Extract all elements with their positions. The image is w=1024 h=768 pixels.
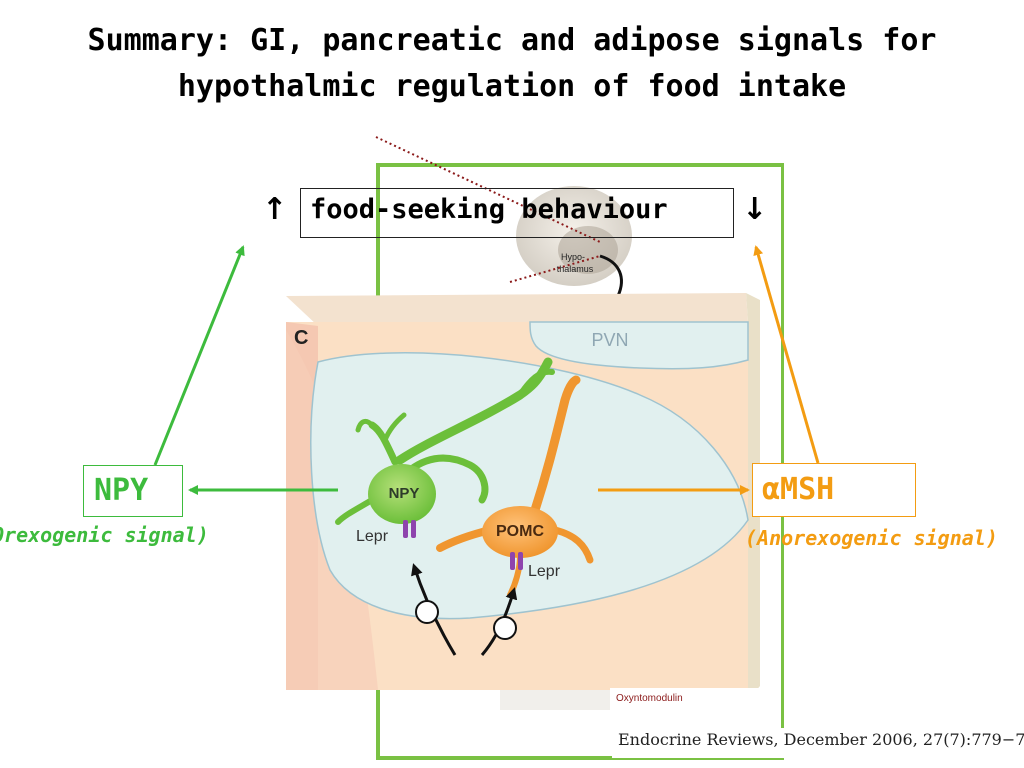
lepr-receptor-npy <box>403 520 416 538</box>
npy-box-label: NPY <box>94 473 149 508</box>
pvn-label: PVN <box>591 330 628 350</box>
dotted-pointer-line-2 <box>509 255 601 283</box>
orexigenic-caption: Orexogenic signal) <box>0 523 209 547</box>
anorexigenic-caption: (Anorexogenic signal) <box>745 526 998 550</box>
pvn-region <box>529 321 749 370</box>
arcuate-region <box>310 352 749 620</box>
npy-neuron <box>335 357 555 525</box>
leptin-molecule-2 <box>493 616 517 640</box>
slide-title-line-1: Summary: GI, pancreatic and adipose sign… <box>87 23 937 58</box>
npy-neuron-label: NPY <box>389 485 420 502</box>
msh-to-behaviour-arrow <box>753 245 820 464</box>
brain-image <box>516 186 632 297</box>
citation: Endocrine Reviews, December 2006, 27(7):… <box>612 728 1024 758</box>
brain-label-line-2: thalamus <box>557 264 594 274</box>
msh-box <box>752 463 916 517</box>
npy-box <box>83 465 183 517</box>
lepr-receptor-pomc <box>510 552 523 570</box>
behaviour-label: food-seeking behaviour <box>310 194 668 225</box>
dotted-pointer-line-1 <box>375 136 601 243</box>
lepr-label-npy: Lepr <box>356 528 389 545</box>
decrease-arrow-icon: ↓ <box>742 192 768 227</box>
slide-title-line-2: hypothalmic regulation of food intake <box>177 69 847 104</box>
figure-bottom-strip <box>500 690 610 710</box>
block-top-face <box>286 293 748 326</box>
leptin-molecule-1 <box>415 600 439 624</box>
pomc-neuron-label: POMC <box>496 523 544 540</box>
oxyntomodulin-label: Oxyntomodulin <box>610 688 762 710</box>
npy-to-behaviour-arrow <box>153 245 245 466</box>
brain-label-line-1: Hypo- <box>561 252 585 262</box>
panel-label: C <box>294 327 308 349</box>
slide-title: Summary: GI, pancreatic and adipose sign… <box>0 18 1024 110</box>
behaviour-box <box>300 188 734 238</box>
increase-arrow-icon: ↑ <box>262 192 288 227</box>
lepr-label-pomc: Lepr <box>528 563 561 580</box>
msh-box-label: αMSH <box>762 472 835 507</box>
